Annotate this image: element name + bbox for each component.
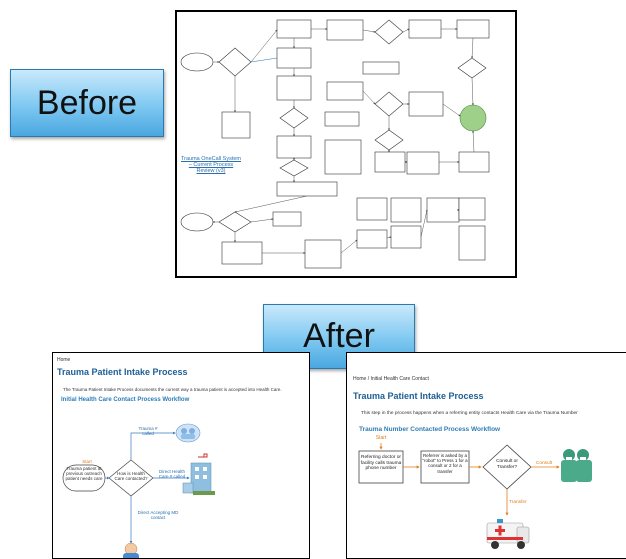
page-title: Trauma Patient Intake Process — [353, 391, 484, 401]
end-circle — [459, 104, 487, 132]
trauma-called-label: Trauma # called — [138, 426, 158, 436]
breadcrumb[interactable]: Home — [57, 357, 71, 363]
workflow-title: Initial Health Care Contact Process Work… — [61, 397, 190, 403]
start-text-left: Trauma patient at previous outreach pati… — [65, 466, 103, 481]
process-review-link[interactable]: Trauma OneCall System – Current Process … — [181, 156, 242, 175]
direct-called-label: Direct Health Care # called — [158, 469, 186, 479]
before-flowchart-panel: Trauma OneCall System – Current Process … — [175, 10, 517, 278]
breadcrumb[interactable]: Home / Initial Health Care Contact — [353, 376, 429, 382]
hospital-building-icon — [182, 453, 215, 495]
decision-text-left: How is Health Care contacted? — [114, 471, 148, 481]
surgeons-icon — [561, 449, 592, 482]
trauma-number-workflow-diagram — [358, 443, 592, 549]
intake-workflow-diagram — [62, 423, 215, 558]
before-label: Before — [10, 69, 164, 137]
page-title: Trauma Patient Intake Process — [57, 367, 188, 377]
referring-doctor-box — [358, 450, 404, 484]
before-flowchart-diagram — [180, 19, 490, 269]
start-label-right: Start — [375, 435, 387, 441]
ambulance-icon — [486, 519, 530, 549]
robot-prompt-text: Referrer is asked by a "robot" to Press … — [422, 453, 468, 474]
workflow-title: Trauma Number Contacted Process Workflow — [359, 426, 501, 433]
page-intro: The Trauma Patient Intake Process docume… — [63, 387, 282, 392]
consult-label: Consult — [535, 461, 553, 466]
after-right-page: Home / Initial Health Care Contact Traum… — [346, 352, 626, 559]
page-intro: This step in the process happens when a … — [361, 411, 578, 416]
start-label-left: Start — [82, 459, 92, 464]
doctors-icon — [175, 423, 201, 443]
after-left-page: Home Trauma Patient Intake Process The T… — [52, 352, 310, 559]
doctor-icon — [123, 542, 139, 558]
decision-diamond — [218, 47, 252, 77]
consult-or-transfer-text: Consult or Transfer? — [496, 459, 518, 470]
direct-accepting-label: Direct Accepting MD contact — [137, 510, 179, 520]
start-oval — [180, 52, 214, 72]
referring-doctor-text: Referring doctor or facility calls traum… — [360, 455, 402, 472]
transfer-label: Transfer — [509, 500, 527, 505]
